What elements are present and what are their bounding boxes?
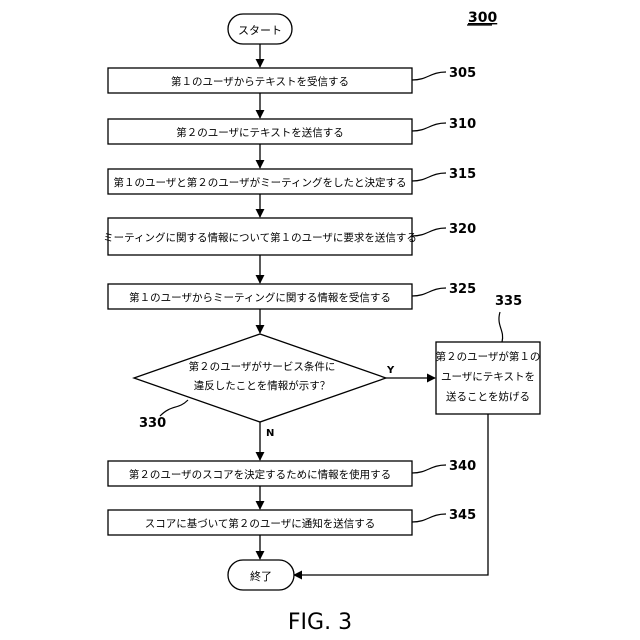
step-325-text: 第１のユーザからミーティングに関する情報を受信する: [129, 291, 391, 304]
end-terminal: 終了: [228, 560, 294, 590]
ref-305: 305: [449, 66, 476, 81]
step-315-text: 第１のユーザと第２のユーザがミーティングをしたと決定する: [114, 176, 407, 189]
step-345-text: スコアに基づいて第２のユーザに通知を送信する: [145, 517, 375, 530]
no-label: N: [266, 428, 274, 439]
step-335-box: 第２のユーザが第１の ユーザにテキストを 送ることを妨げる: [436, 342, 541, 414]
step-345-box: スコアに基づいて第２のユーザに通知を送信する: [108, 510, 412, 535]
step-310-box: 第２のユーザにテキストを送信する: [108, 119, 412, 144]
ref-320: 320: [449, 222, 476, 237]
figure-number: 300: [468, 10, 497, 26]
step-310-text: 第２のユーザにテキストを送信する: [176, 126, 343, 139]
step-340-text: 第２のユーザのスコアを決定するために情報を使用する: [129, 468, 391, 481]
ref-340: 340: [449, 459, 476, 474]
side-line-2: ユーザにテキストを: [441, 371, 535, 383]
step-305-text: 第１のユーザからテキストを受信する: [171, 75, 349, 88]
ref-315: 315: [449, 167, 476, 182]
figure-caption: FIG. 3: [288, 610, 352, 635]
decision-line-1: 第２のユーザがサービス条件に: [189, 360, 336, 373]
end-label: 終了: [250, 569, 272, 583]
side-line-3: 送ることを妨げる: [446, 390, 530, 403]
step-325-box: 第１のユーザからミーティングに関する情報を受信する: [108, 284, 412, 309]
yes-label: Y: [386, 365, 395, 376]
ref-345: 345: [449, 508, 476, 523]
step-315-box: 第１のユーザと第２のユーザがミーティングをしたと決定する: [108, 169, 412, 194]
step-320-box: ミーティングに関する情報について第１のユーザに要求を送信する: [103, 218, 417, 255]
ref-330: 330: [139, 416, 166, 431]
start-label: スタート: [238, 24, 282, 37]
ref-335: 335: [495, 294, 522, 309]
step-320-text: ミーティングに関する情報について第１のユーザに要求を送信する: [103, 231, 417, 244]
decision-line-2: 違反したことを情報が示す？: [194, 379, 331, 392]
start-terminal: スタート: [228, 14, 292, 44]
step-340-box: 第２のユーザのスコアを決定するために情報を使用する: [108, 461, 412, 486]
side-line-1: 第２のユーザが第１の: [436, 350, 541, 363]
step-305-box: 第１のユーザからテキストを受信する: [108, 68, 412, 93]
ref-310: 310: [449, 117, 476, 132]
ref-325: 325: [449, 282, 476, 297]
